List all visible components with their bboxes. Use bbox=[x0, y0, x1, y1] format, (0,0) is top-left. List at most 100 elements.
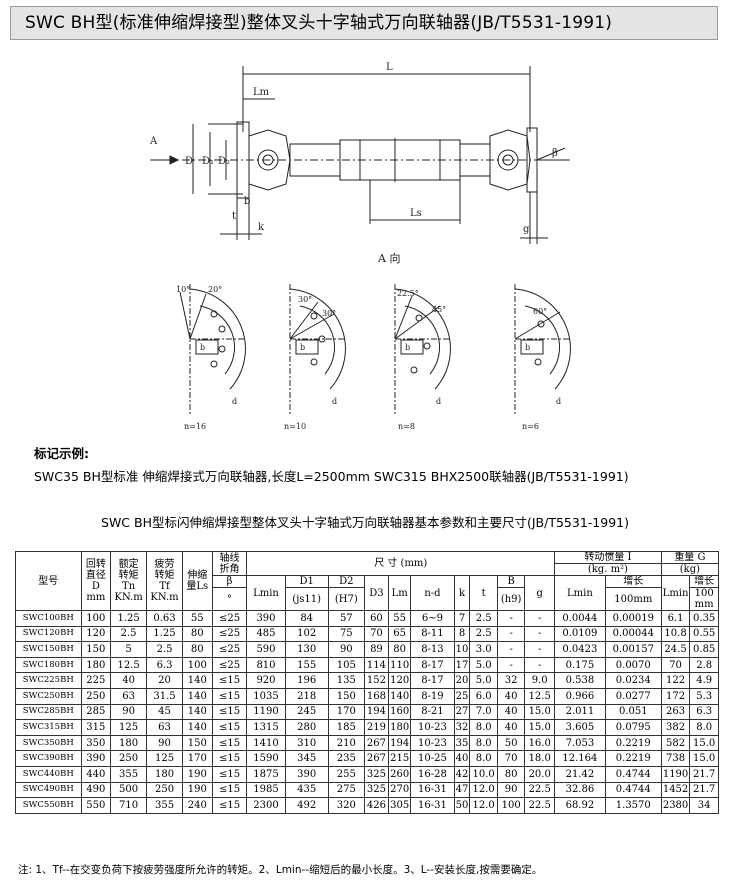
table-cell: 390 bbox=[284, 765, 329, 783]
table-cell: 8-11 bbox=[410, 625, 455, 643]
table-cell: 60 bbox=[363, 610, 390, 627]
table-cell: 1452 bbox=[660, 781, 691, 799]
table-cell: - bbox=[496, 641, 526, 658]
table-cell: 2.5 bbox=[146, 641, 183, 658]
table-cell: 90 bbox=[496, 781, 526, 799]
table-cell: 7.053 bbox=[554, 734, 606, 752]
header-inertia-unit: (kg. m²) bbox=[554, 563, 662, 576]
header-Lm: Lm bbox=[388, 575, 412, 611]
label-Ls: Ls bbox=[410, 208, 422, 219]
table-cell: 0.0277 bbox=[604, 687, 662, 705]
marking-example: SWC35 BH型标准 伸缩焊接式万向联轴器,长度L=2500mm SWC315… bbox=[34, 469, 629, 484]
table-cell: 40 bbox=[496, 719, 526, 736]
table-cell: 0.2219 bbox=[604, 750, 662, 767]
table-cell: ≤25 bbox=[211, 656, 248, 674]
table-cell: 40 bbox=[110, 672, 148, 689]
table-cell: 8-19 bbox=[410, 687, 455, 705]
table-cell: - bbox=[524, 656, 556, 674]
table-cell: 219 bbox=[363, 719, 390, 736]
table-cell: 89 bbox=[363, 641, 390, 658]
table-cell: 9.0 bbox=[524, 672, 556, 689]
label-D2: D₂ bbox=[218, 156, 230, 167]
table-cell: 21.42 bbox=[554, 765, 606, 783]
table-cell: ≤15 bbox=[211, 672, 248, 689]
table-cell: 0.0795 bbox=[604, 719, 662, 736]
table-cell: 180 bbox=[146, 765, 183, 783]
cell-model: SWC440BH bbox=[15, 765, 82, 783]
cell-model: SWC550BH bbox=[15, 797, 82, 814]
table-cell: 5 bbox=[110, 641, 148, 658]
table-cell: 190 bbox=[182, 781, 213, 799]
table-cell: 263 bbox=[660, 703, 691, 721]
table-cell: 180 bbox=[110, 734, 148, 752]
table-cell: 1.25 bbox=[146, 625, 183, 643]
table-cell: 240 bbox=[182, 797, 213, 814]
table-cell: 1315 bbox=[246, 719, 286, 736]
table-cell: 1410 bbox=[246, 734, 286, 752]
table-cell: 0.55 bbox=[689, 625, 719, 643]
table-cell: 100 bbox=[80, 610, 112, 627]
table-cell: 0.4744 bbox=[604, 781, 662, 799]
header-D2-tol: (H7) bbox=[327, 587, 365, 611]
table-cell: 65 bbox=[388, 625, 412, 643]
header-weight: 重量 G bbox=[660, 551, 720, 564]
table-cell: 70 bbox=[496, 750, 526, 767]
table-cell: - bbox=[524, 610, 556, 627]
table-cell: 15.0 bbox=[689, 750, 719, 767]
table-cell: ≤25 bbox=[211, 641, 248, 658]
table-cell: 280 bbox=[284, 719, 329, 736]
header-beta: 轴线折角 bbox=[211, 551, 248, 576]
cell-model: SWC225BH bbox=[15, 672, 82, 689]
table-cell: 27 bbox=[453, 703, 471, 721]
table-cell: 122 bbox=[660, 672, 691, 689]
table-cell: 8.0 bbox=[469, 734, 498, 752]
table-caption: SWC BH型标闪伸缩焊接型整体叉头十字轴式万向联轴器基本参数和主要尺寸(JB/… bbox=[101, 515, 629, 530]
table-cell: ≤15 bbox=[211, 734, 248, 752]
table-cell: 0.0044 bbox=[554, 610, 606, 627]
table-cell: 267 bbox=[363, 750, 390, 767]
table-cell: 1985 bbox=[246, 781, 286, 799]
table-cell: ≤15 bbox=[211, 765, 248, 783]
table-cell: 63 bbox=[110, 687, 148, 705]
table-cell: 10-23 bbox=[410, 734, 455, 752]
table-cell: 12.0 bbox=[469, 797, 498, 814]
table-cell: 920 bbox=[246, 672, 286, 689]
table-cell: 105 bbox=[327, 656, 365, 674]
view2-b: b bbox=[300, 343, 305, 352]
table-cell: 80 bbox=[182, 625, 213, 643]
table-cell: 440 bbox=[80, 765, 112, 783]
table-cell: 40 bbox=[496, 687, 526, 705]
header-dims: 尺 寸 (mm) bbox=[246, 551, 556, 576]
table-cell: ≤25 bbox=[211, 625, 248, 643]
label-view-A: A 向 bbox=[377, 251, 400, 265]
table-cell: 0.0423 bbox=[554, 641, 606, 658]
table-cell: 325 bbox=[363, 765, 390, 783]
right-yoke bbox=[489, 129, 531, 191]
table-cell: ≤15 bbox=[211, 781, 248, 799]
view3-d: d bbox=[436, 397, 441, 406]
table-cell: 0.0070 bbox=[604, 656, 662, 674]
table-cell: 2.8 bbox=[689, 656, 719, 674]
table-cell: 0.175 bbox=[554, 656, 606, 674]
table-cell: 32 bbox=[496, 672, 526, 689]
table-cell: 20 bbox=[453, 672, 471, 689]
table-cell: 15.0 bbox=[689, 734, 719, 752]
table-cell: 0.538 bbox=[554, 672, 606, 689]
title-bar: SWC BH型(标准伸缩焊接型)整体叉头十字轴式万向联轴器(JB/T5531-1… bbox=[10, 6, 718, 40]
table-cell: 382 bbox=[660, 719, 691, 736]
header-Lmin: Lmin bbox=[246, 575, 286, 611]
table-cell: 1035 bbox=[246, 687, 286, 705]
table-cell: 1190 bbox=[246, 703, 286, 721]
table-cell: 20 bbox=[146, 672, 183, 689]
table-cell: 180 bbox=[388, 719, 412, 736]
table-cell: 170 bbox=[327, 703, 365, 721]
header-k: k bbox=[453, 575, 471, 611]
table-cell: 10-23 bbox=[410, 719, 455, 736]
table-cell: 590 bbox=[246, 641, 286, 658]
